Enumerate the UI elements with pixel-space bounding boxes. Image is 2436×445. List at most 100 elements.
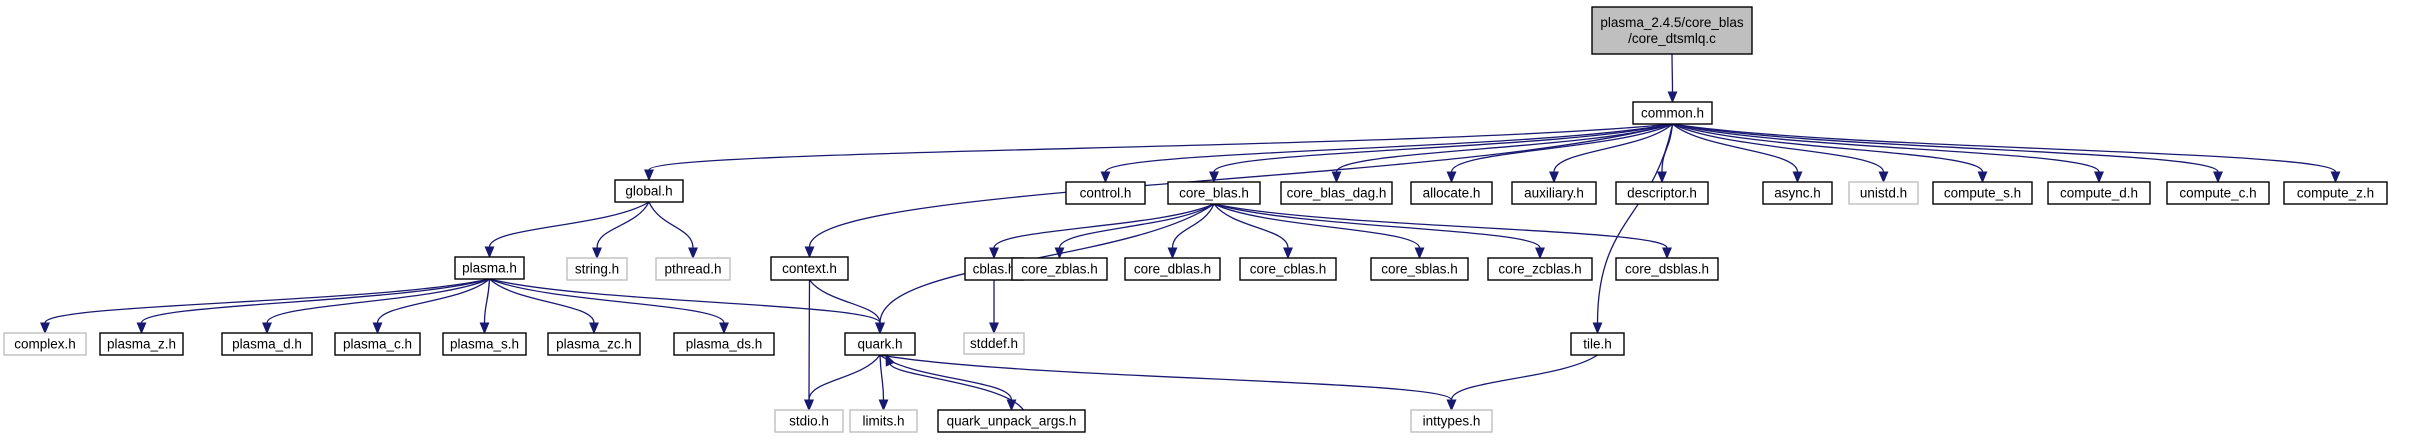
node-label-plasma-ds: plasma_ds.h	[686, 337, 763, 352]
node-box-inttypes	[1410, 409, 1493, 433]
arrowhead-core_blas-to-core_dsblas	[1662, 247, 1672, 260]
node-box-compute-d	[2047, 181, 2151, 205]
arrowhead-quark_unpack_args-to-quark	[885, 353, 895, 367]
arrowhead-common-to-async	[1792, 171, 1803, 184]
node-control[interactable]: control.h	[1065, 181, 1146, 205]
node-box-quark-unpack-args	[937, 409, 1086, 433]
node-allocate[interactable]: allocate.h	[1410, 181, 1493, 205]
node-label-quark: quark.h	[857, 337, 902, 352]
edge-quark-to-quark_unpack_args	[879, 354, 1013, 401]
node-label-core-blas: core_blas.h	[1179, 186, 1249, 201]
node-compute-c[interactable]: compute_c.h	[2166, 181, 2270, 205]
node-global[interactable]: global.h	[614, 179, 684, 203]
node-common[interactable]: common.h	[1632, 101, 1713, 125]
edge-plasma-to-plasma_z	[140, 278, 490, 324]
arrowhead-quark-to-limits	[878, 399, 889, 412]
node-label-cblas: cblas.h	[973, 262, 1016, 277]
node-plasma-ds[interactable]: plasma_ds.h	[673, 332, 775, 356]
node-label-plasma-s: plasma_s.h	[450, 337, 519, 352]
node-core-blas[interactable]: core_blas.h	[1167, 181, 1261, 205]
arrowhead-quark-to-stdio	[804, 399, 814, 412]
edge-plasma-to-quark	[489, 278, 881, 324]
node-plasma-s[interactable]: plasma_s.h	[442, 332, 527, 356]
edge-global-to-plasma	[488, 201, 650, 248]
arrowhead-core_blas-to-core_dblas	[1167, 247, 1178, 260]
node-context[interactable]: context.h	[770, 256, 849, 281]
node-compute-d[interactable]: compute_d.h	[2047, 181, 2151, 205]
arrowhead-common-to-core_blas_dag	[1331, 171, 1342, 184]
edge-plasma-to-plasma_ds	[489, 278, 725, 324]
node-label-core-dblas: core_dblas.h	[1134, 262, 1211, 277]
node-label-inttypes: inttypes.h	[1423, 414, 1481, 429]
edge-global-to-string	[596, 201, 650, 249]
arrowhead-common-to-global	[644, 169, 654, 182]
arrowhead-global-to-pthread	[688, 247, 698, 260]
node-core-sblas[interactable]: core_sblas.h	[1370, 257, 1469, 281]
edge-core_blas-to-cblas	[993, 203, 1215, 249]
node-descriptor[interactable]: descriptor.h	[1615, 181, 1709, 205]
edge-plasma-to-plasma_c	[376, 278, 490, 324]
node-label-global: global.h	[625, 184, 672, 199]
node-quark-unpack-args[interactable]: quark_unpack_args.h	[937, 409, 1086, 433]
node-box-plasma-c	[334, 332, 421, 356]
edge-common-to-compute_z	[1672, 123, 2337, 173]
node-core-dblas[interactable]: core_dblas.h	[1124, 257, 1221, 281]
arrowhead-plasma-to-plasma_d	[262, 322, 272, 335]
node-box-plasma-s	[442, 332, 527, 356]
node-label-plasma: plasma.h	[462, 261, 517, 276]
arrowhead-cblas-to-stddef	[989, 322, 999, 335]
node-box-compute-z	[2283, 181, 2388, 205]
node-box-plasma	[454, 256, 525, 280]
edge-context-to-quark	[808, 279, 881, 324]
node-box-descriptor	[1615, 181, 1709, 205]
node-label-control: control.h	[1080, 186, 1132, 201]
edge-plasma-to-plasma_d	[266, 278, 490, 324]
arrowhead-common-to-core_blas	[1209, 171, 1219, 184]
node-plasma-c[interactable]: plasma_c.h	[334, 332, 421, 356]
node-label-quark-unpack-args: quark_unpack_args.h	[947, 414, 1077, 429]
node-box-context	[770, 256, 849, 281]
node-root[interactable]: plasma_2.4.5/core_blas/core_dtsmlq.c	[1591, 6, 1753, 55]
node-async[interactable]: async.h	[1762, 181, 1833, 205]
arrowhead-core_blas-to-core_sblas	[1414, 247, 1425, 260]
node-plasma-d[interactable]: plasma_d.h	[221, 332, 313, 356]
node-stdio: stdio.h	[774, 409, 844, 433]
node-box-async	[1762, 181, 1833, 205]
arrowhead-common-to-compute_s	[1977, 171, 1988, 184]
edge-root-to-common	[1671, 53, 1674, 93]
node-label-root: plasma_2.4.5/core_blas	[1600, 15, 1744, 30]
node-auxiliary[interactable]: auxiliary.h	[1511, 181, 1597, 205]
arrowhead-common-to-descriptor	[1657, 171, 1667, 184]
edge-core_blas-to-core_dsblas	[1213, 203, 1668, 249]
node-layer: plasma_2.4.5/core_blas/core_dtsmlq.ccomm…	[3, 6, 2388, 433]
node-core-blas-dag[interactable]: core_blas_dag.h	[1280, 181, 1393, 205]
node-core-zblas[interactable]: core_zblas.h	[1011, 257, 1108, 281]
node-label-limits: limits.h	[862, 414, 904, 429]
arrowhead-common-to-compute_z	[2330, 171, 2341, 184]
node-core-dsblas[interactable]: core_dsblas.h	[1615, 257, 1719, 281]
node-quark[interactable]: quark.h	[844, 332, 916, 356]
arrowhead-core_blas-to-core_cblas	[1283, 247, 1293, 260]
arrowhead-core_blas-to-core_zcblas	[1535, 247, 1545, 260]
node-core-zcblas[interactable]: core_zcblas.h	[1487, 257, 1593, 281]
edge-common-to-tile	[1596, 123, 1674, 324]
node-cblas[interactable]: cblas.h	[964, 257, 1024, 281]
edge-common-to-auxiliary	[1553, 123, 1673, 173]
node-box-global	[614, 179, 684, 203]
arrowhead-common-to-compute_d	[2094, 171, 2104, 184]
node-plasma-zc[interactable]: plasma_zc.h	[547, 332, 641, 356]
node-compute-s[interactable]: compute_s.h	[1932, 181, 2033, 205]
node-compute-z[interactable]: compute_z.h	[2283, 181, 2388, 205]
node-label-common: common.h	[1641, 106, 1704, 121]
node-core-cblas[interactable]: core_cblas.h	[1239, 257, 1337, 281]
node-label-core-zblas: core_zblas.h	[1021, 262, 1098, 277]
node-label-async: async.h	[1774, 186, 1821, 201]
node-label-complex: complex.h	[14, 337, 76, 352]
node-plasma-z[interactable]: plasma_z.h	[99, 332, 184, 356]
node-box-plasma-z	[99, 332, 184, 356]
node-plasma[interactable]: plasma.h	[454, 256, 525, 280]
edge-quark-to-limits	[879, 354, 885, 401]
node-label-auxiliary: auxiliary.h	[1524, 186, 1584, 201]
node-box-unistd	[1848, 181, 1919, 205]
node-tile[interactable]: tile.h	[1570, 332, 1625, 356]
